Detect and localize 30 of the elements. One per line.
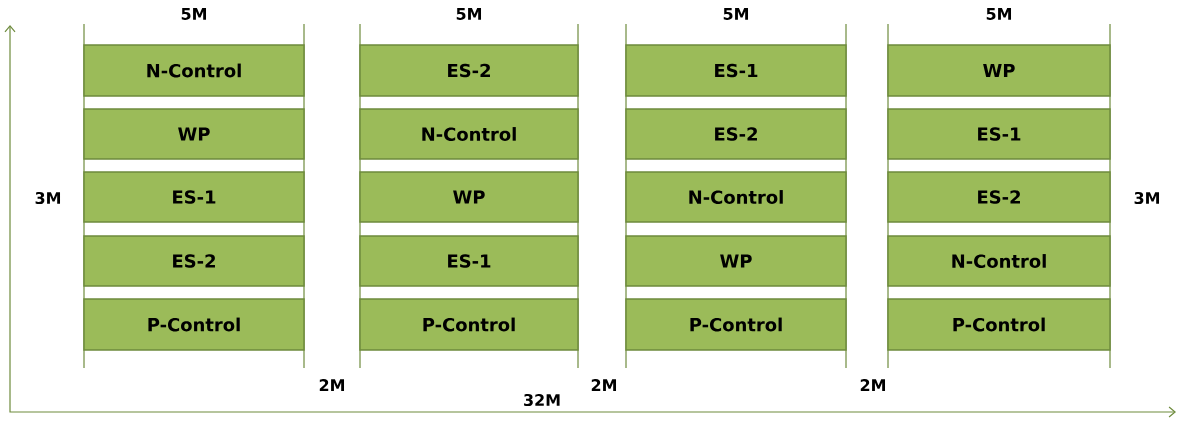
dimension-label: 5M: [181, 8, 206, 20]
dimension-label: 5M: [723, 8, 748, 20]
plot-bar: P-Control: [887, 298, 1111, 351]
plot-bar: ES-1: [83, 171, 305, 223]
plot-bar: N-Control: [625, 171, 847, 223]
dimension-label: 5M: [986, 8, 1011, 20]
dimension-label: 5M: [456, 8, 481, 20]
plot-bar: WP: [625, 235, 847, 287]
plot-bar: P-Control: [625, 298, 847, 351]
plot-bar: ES-1: [887, 108, 1111, 160]
plot-bar: ES-2: [625, 108, 847, 160]
plot-bar: N-Control: [887, 235, 1111, 287]
dimension-label: 2M: [860, 379, 885, 391]
plot-bar: ES-1: [359, 235, 579, 287]
plot-bar: ES-2: [83, 235, 305, 287]
dimension-label: 2M: [319, 379, 344, 391]
plot-bar: WP: [83, 108, 305, 160]
plot-bar: ES-2: [359, 44, 579, 97]
plot-bar: ES-1: [625, 44, 847, 97]
plot-bar: P-Control: [83, 298, 305, 351]
dimension-label: 2M: [591, 379, 616, 391]
dimension-label: 32M: [524, 394, 560, 407]
dimension-label: 3M: [1134, 192, 1159, 205]
plot-bar: N-Control: [83, 44, 305, 97]
plot-bar: WP: [359, 171, 579, 223]
plot-bar: WP: [887, 44, 1111, 97]
plot-bar: ES-2: [887, 171, 1111, 223]
plot-bar: N-Control: [359, 108, 579, 160]
dimension-label: 3M: [35, 192, 60, 205]
plot-bar: P-Control: [359, 298, 579, 351]
